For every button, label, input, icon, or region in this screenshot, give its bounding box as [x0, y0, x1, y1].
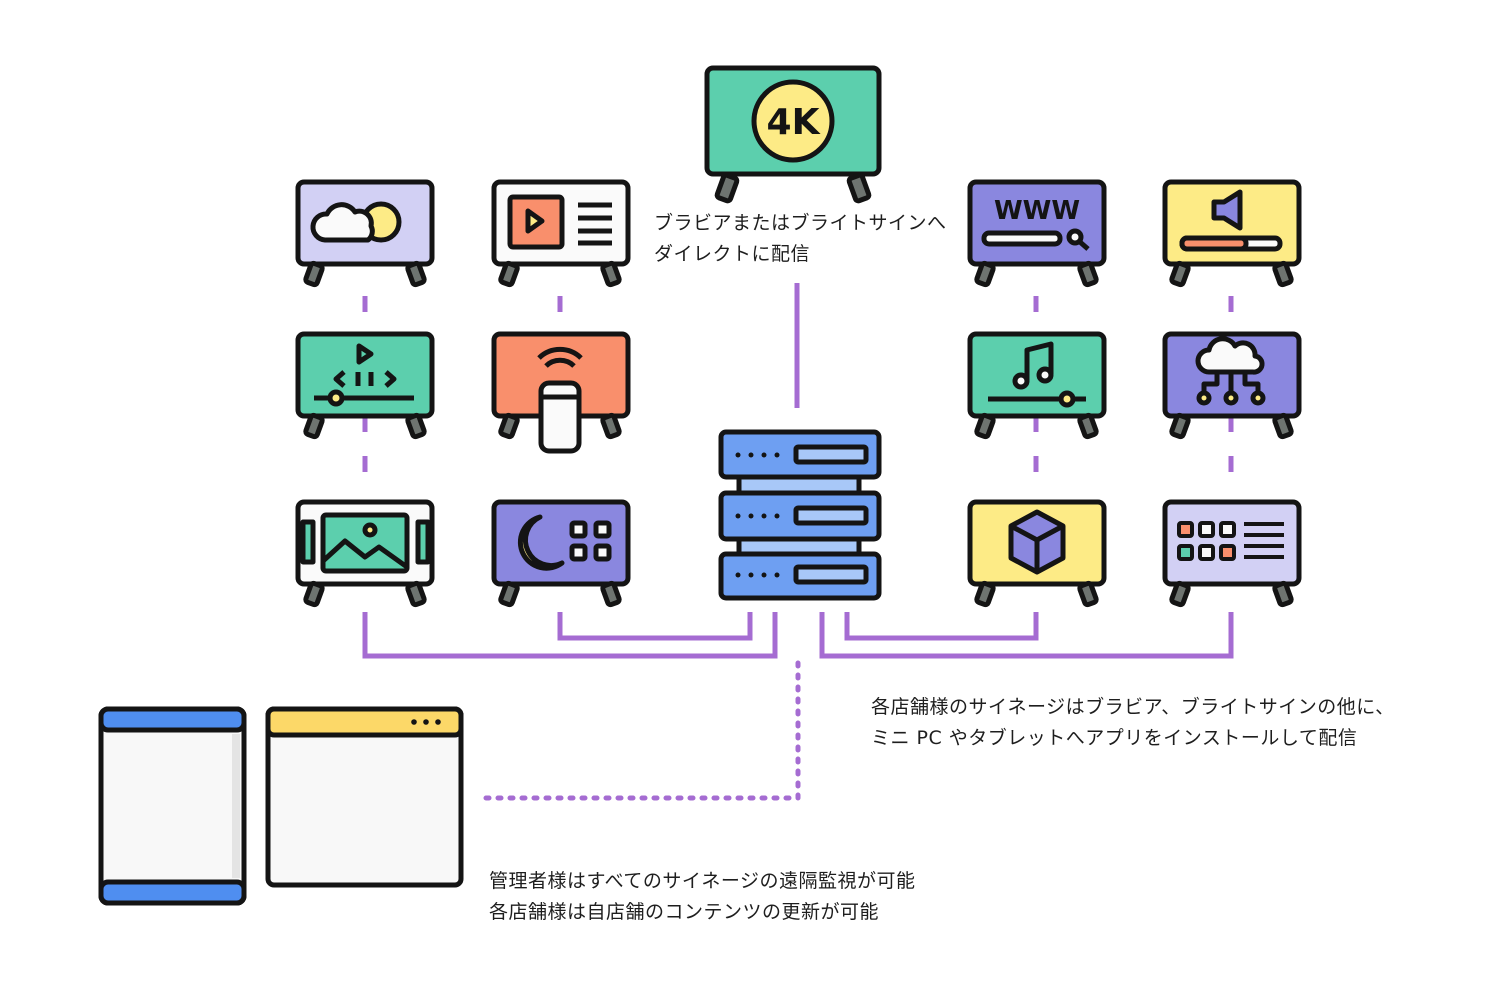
tv-video-code	[295, 331, 435, 440]
video-code-icon	[314, 343, 414, 407]
tv-web: WWW	[967, 179, 1107, 288]
4k-icon: 4K	[751, 79, 835, 163]
tablet-window-icon	[98, 706, 247, 906]
note-bravia-line2: ダイレクトに配信	[654, 243, 811, 265]
note-admin-line2: 各店舗様は自店舗のコンテンツの更新が可能	[489, 901, 880, 923]
tv-night	[491, 499, 631, 608]
video-player-icon	[507, 194, 612, 250]
note-stores-line2: ミニ PC やタブレットへアプリをインストールして配信	[871, 727, 1358, 749]
browser-window-icon	[265, 706, 464, 888]
speaker-icon	[1179, 189, 1283, 252]
tv-picture	[295, 499, 435, 608]
4k-label: 4K	[767, 102, 821, 143]
cube-icon	[1008, 509, 1066, 575]
note-stores: 各店舗様のサイネージはブラビア、ブライトサインの他に、 ミニ PC やタブレット…	[871, 692, 1395, 754]
www-label: WWW	[994, 196, 1080, 226]
tv-video-player	[491, 179, 631, 288]
tv-menu	[1162, 499, 1302, 608]
note-admin: 管理者様はすべてのサイネージの遠隔監視が可能 各店舗様は自店舗のコンテンツの更新…	[489, 866, 916, 928]
server-unit-2	[718, 490, 882, 542]
note-bravia: ブラビアまたはブライトサインへ ダイレクトに配信	[654, 208, 947, 270]
cloud-network-icon	[1195, 336, 1266, 406]
connector-right-outer	[819, 612, 1234, 659]
server-unit-3	[718, 551, 882, 601]
connector-left-inner	[557, 612, 753, 641]
server-rack-icon	[718, 429, 882, 601]
weather-icon	[310, 201, 402, 243]
connector-right-inner	[844, 612, 1039, 641]
music-note-icon	[988, 341, 1086, 408]
tv-audio	[1162, 179, 1302, 288]
tv-4k: 4K	[704, 65, 882, 204]
moon-apps-icon	[517, 514, 612, 571]
connector-admin-dotted	[479, 660, 801, 801]
dashed-connectors	[362, 296, 1234, 496]
note-bravia-line1: ブラビアまたはブライトサインへ	[654, 212, 947, 234]
tv-cube	[967, 499, 1107, 608]
mobile-cast-icon	[537, 346, 583, 454]
app-menu-icon	[1177, 521, 1284, 561]
tv-mobile-cast	[491, 331, 631, 454]
tv-music	[967, 331, 1107, 440]
note-admin-line1: 管理者様はすべてのサイネージの遠隔監視が可能	[489, 870, 916, 892]
connector-left-outer	[362, 612, 778, 659]
web-search-icon: WWW	[981, 196, 1090, 251]
tv-cloud	[1162, 331, 1302, 440]
connector-lines	[362, 283, 1234, 801]
picture-icon	[300, 512, 431, 574]
server-unit-1	[718, 429, 882, 480]
note-stores-line1: 各店舗様のサイネージはブラビア、ブライトサインの他に、	[871, 696, 1395, 718]
tv-weather	[295, 179, 435, 288]
